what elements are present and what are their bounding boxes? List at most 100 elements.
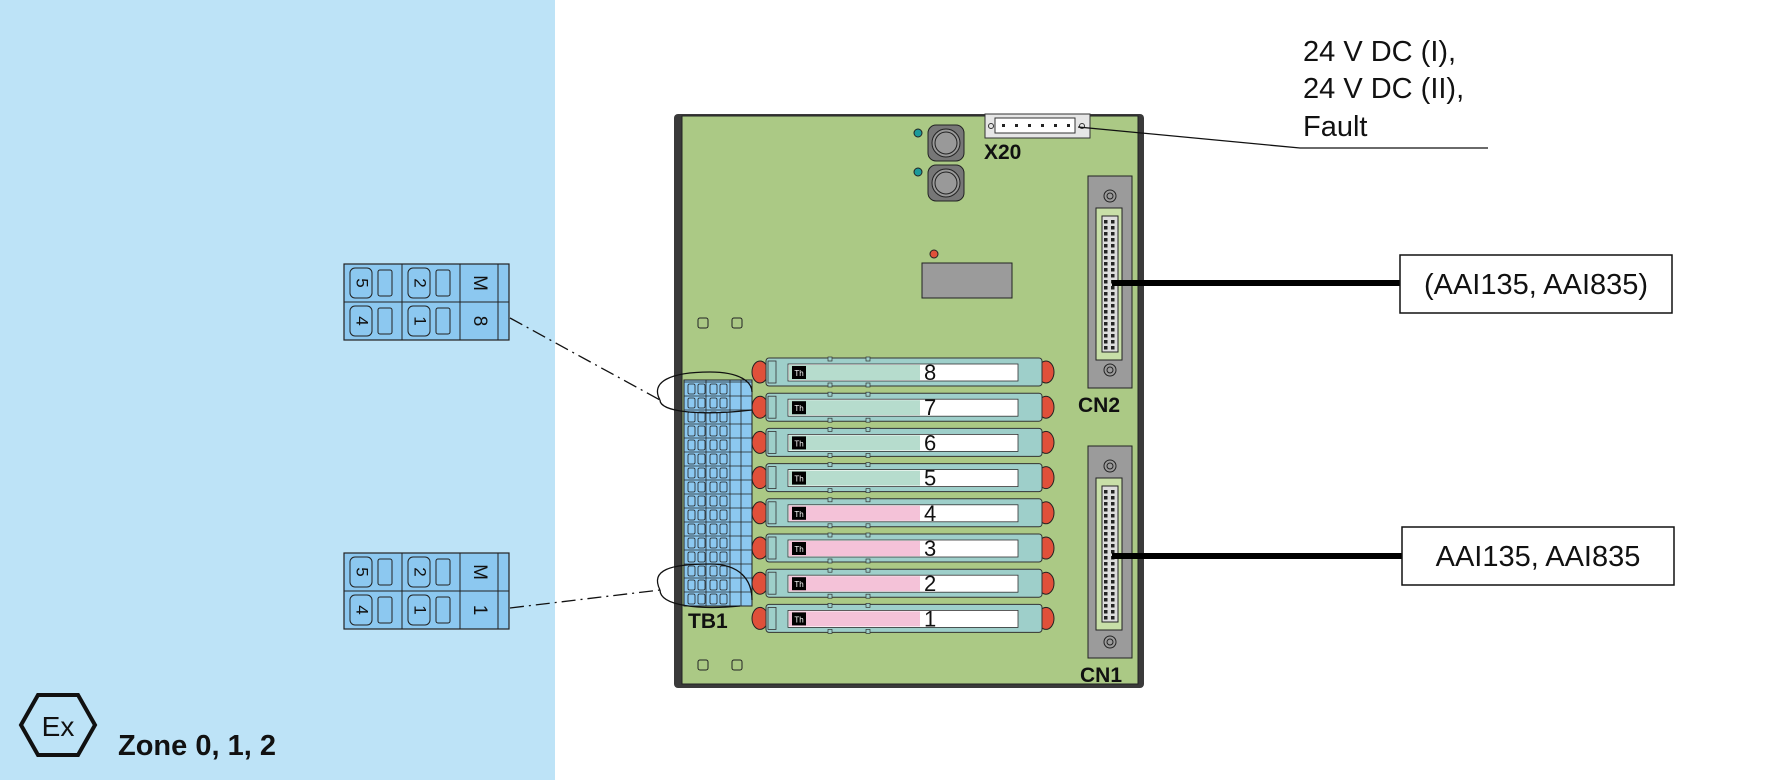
connector-pin [1104,268,1108,272]
connector-pin [1111,232,1115,236]
connector-pin [1104,232,1108,236]
connector-pin [1104,580,1108,584]
connector-pin [1111,334,1115,338]
module-color-band [789,541,920,556]
cn1-target-box [1401,526,1675,586]
terminal-screw [407,305,431,337]
terminal-screw [687,425,696,437]
terminal-screw [709,579,718,591]
module-color-band [789,611,920,627]
module-color-band [789,505,920,521]
terminal-screw [697,383,706,395]
connector-pin [1104,508,1108,512]
connector-pin [1104,538,1108,542]
terminal-marker: 8 [469,316,490,327]
connector-pin [1111,244,1115,248]
connector-pin [1111,532,1115,536]
terminal-screw [697,509,706,521]
terminal-screw [709,551,718,563]
terminal-screw [687,565,696,577]
connector-pin [1111,568,1115,572]
connector-pin [1104,490,1108,494]
terminal-screw [719,411,728,423]
terminal-slot [377,558,393,586]
terminal-number: 1 [411,605,430,614]
terminal-screw [709,523,718,535]
terminal-screw [709,383,718,395]
connector-pin [1111,514,1115,518]
connector-pin [1111,598,1115,602]
connector-pin [1111,520,1115,524]
terminal-screw [687,551,696,563]
terminal-number: 2 [411,567,430,576]
connector-pin [1111,238,1115,242]
connector-pin [1104,586,1108,590]
ex-hazard-icon: Ex [18,693,98,757]
x20-callout: 24 V DC (I), 24 V DC (II), Fault [1303,36,1464,143]
mounting-pad [697,317,709,329]
connector-pin [1111,310,1115,314]
logo-glyph: Th [794,369,803,378]
connector-pin [1111,604,1115,608]
terminal-screw [687,593,696,605]
connector-pin [1104,592,1108,596]
x20-connector [984,113,1091,139]
terminal-screw [709,565,718,577]
connector-pin [1104,496,1108,500]
connector-pin [1104,304,1108,308]
terminal-screw [697,467,706,479]
connector-pin [1104,604,1108,608]
terminal-screw [697,411,706,423]
fault-led [929,249,939,259]
hazardous-zone-area [0,0,555,780]
terminal-screw [709,453,718,465]
terminal-screw [709,593,718,605]
mounting-pad [731,659,743,671]
connector-pin [1111,226,1115,230]
manufacturer-logo-icon [792,401,806,415]
manufacturer-logo-icon [792,471,806,485]
connector-pin [1104,544,1108,548]
status-led [913,128,923,138]
channel-number: 6 [924,430,936,455]
connector-pin [1104,562,1108,566]
terminal-screw [709,439,718,451]
terminal-slot [435,269,451,297]
terminal-slot [435,307,451,335]
mounting-pad [731,317,743,329]
terminal-screw [709,537,718,549]
logo-glyph: Th [794,580,803,589]
terminal-screw [697,453,706,465]
terminal-number: 4 [353,316,372,325]
terminal-screw [697,495,706,507]
connector-pin [1104,298,1108,302]
terminal-slot [377,307,393,335]
manufacturer-logo-icon [792,366,806,379]
terminal-screw [687,579,696,591]
zone-label: Zone 0, 1, 2 [118,730,276,762]
connector-pin [1104,226,1108,230]
leader-lines [509,126,1488,609]
terminal-screw [709,467,718,479]
channel-number: 7 [924,395,936,420]
callout-line: 24 V DC (II), [1303,73,1464,105]
terminal-screw [719,579,728,591]
terminal-screw [697,523,706,535]
callout-line: Fault [1303,111,1367,143]
connector-pin [1111,328,1115,332]
terminal-marker: M [469,275,490,291]
connector-pin [1104,238,1108,242]
terminal-screw [697,551,706,563]
manufacturer-logo-icon [792,577,806,591]
connector-pin [1104,256,1108,260]
terminal-screw [709,411,718,423]
